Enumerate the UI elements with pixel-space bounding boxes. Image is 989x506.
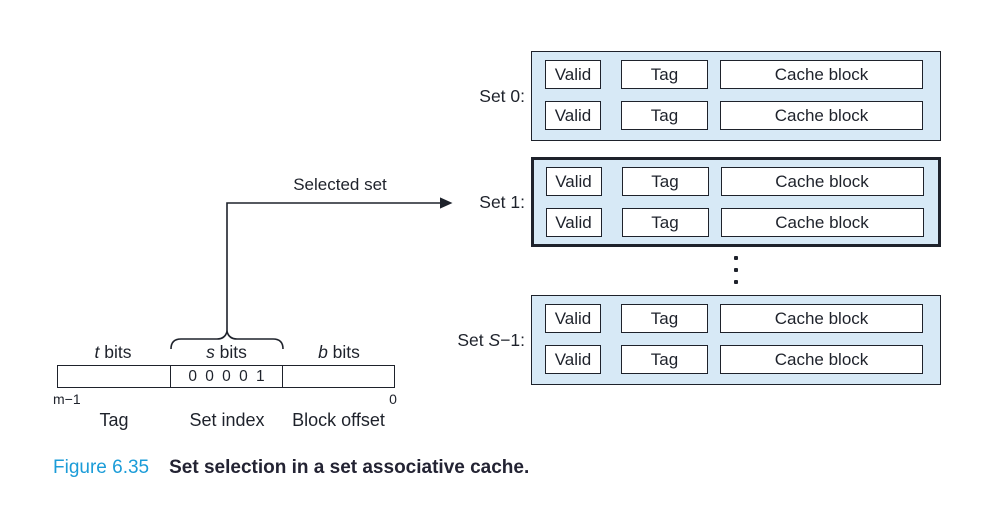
tag-cell: Tag <box>621 345 708 374</box>
set-0-line-0: Valid Tag Cache block <box>545 60 940 89</box>
set-1-label-text: Set 1: <box>479 192 525 212</box>
set-index-field-segment: 0 0 0 0 1 <box>170 366 283 387</box>
set-0-label-text: Set 0: <box>479 86 525 106</box>
b-variable: b <box>318 342 328 362</box>
cache-block-cell: Cache block <box>720 101 923 130</box>
address-bit-field-box: 0 0 0 0 1 <box>57 365 395 388</box>
set-0-box: Valid Tag Cache block Valid Tag Cache bl… <box>531 51 941 141</box>
figure-title: Set selection in a set associative cache… <box>169 457 530 478</box>
set-1-box-selected: Valid Tag Cache block Valid Tag Cache bl… <box>531 157 941 247</box>
cache-block-cell: Cache block <box>720 207 924 237</box>
tag-field-segment <box>58 366 170 387</box>
selected-set-annotation: Selected set <box>293 175 387 194</box>
t-variable: t <box>94 342 100 362</box>
valid-cell: Valid <box>545 101 601 130</box>
valid-cell: Valid <box>545 207 602 237</box>
set-s-line-1: Valid Tag Cache block <box>545 345 940 374</box>
valid-cell: Valid <box>545 60 601 89</box>
s-bits-label: s bits <box>170 343 283 362</box>
cache-block-cell: Cache block <box>720 304 923 333</box>
tag-cell: Tag <box>621 304 708 333</box>
ellipsis-dot <box>734 280 738 284</box>
set-0-line-1: Valid Tag Cache block <box>545 101 940 130</box>
vertical-ellipsis-icon <box>734 256 738 292</box>
set-s-label-suffix: −1: <box>500 330 525 350</box>
set-index-field-label: Set index <box>189 410 265 430</box>
b-bits-label: b bits <box>283 343 395 362</box>
figure-number: Figure 6.35 <box>53 457 150 478</box>
selected-set-connector-line <box>226 202 441 332</box>
cache-block-cell: Cache block <box>720 60 923 89</box>
ellipsis-dot <box>734 256 738 260</box>
set-s-minus-1-label: Set S−1: <box>457 329 525 351</box>
tag-field-label: Tag <box>99 410 129 430</box>
set-1-line-0: Valid Tag Cache block <box>545 166 939 196</box>
figure-caption: Figure 6.35 Set selection in a set assoc… <box>53 457 529 479</box>
valid-cell: Valid <box>545 304 601 333</box>
set-1-line-1: Valid Tag Cache block <box>545 207 939 237</box>
set-s-line-0: Valid Tag Cache block <box>545 304 940 333</box>
t-bits-text: bits <box>99 342 132 362</box>
s-variable: s <box>206 342 215 362</box>
arrowhead-icon <box>440 197 453 209</box>
s-bits-text: bits <box>214 342 247 362</box>
tag-cell: Tag <box>621 166 709 196</box>
t-bits-label: t bits <box>57 343 169 362</box>
cache-block-cell: Cache block <box>720 166 924 196</box>
set-1-label: Set 1: <box>479 191 525 213</box>
lsb-index-label: 0 <box>389 391 397 407</box>
set-s-label-variable: S <box>488 330 501 350</box>
block-offset-field-segment <box>283 366 393 387</box>
block-offset-field-label: Block offset <box>292 410 385 430</box>
set-s-minus-1-box: Valid Tag Cache block Valid Tag Cache bl… <box>531 295 941 385</box>
set-0-label: Set 0: <box>479 85 525 107</box>
valid-cell: Valid <box>545 345 601 374</box>
set-s-label-prefix: Set <box>457 330 489 350</box>
msb-index-label: m−1 <box>53 391 81 407</box>
tag-cell: Tag <box>621 207 709 237</box>
b-bits-text: bits <box>327 342 360 362</box>
tag-cell: Tag <box>621 101 708 130</box>
cache-block-cell: Cache block <box>720 345 923 374</box>
tag-cell: Tag <box>621 60 708 89</box>
ellipsis-dot <box>734 268 738 272</box>
valid-cell: Valid <box>545 166 602 196</box>
